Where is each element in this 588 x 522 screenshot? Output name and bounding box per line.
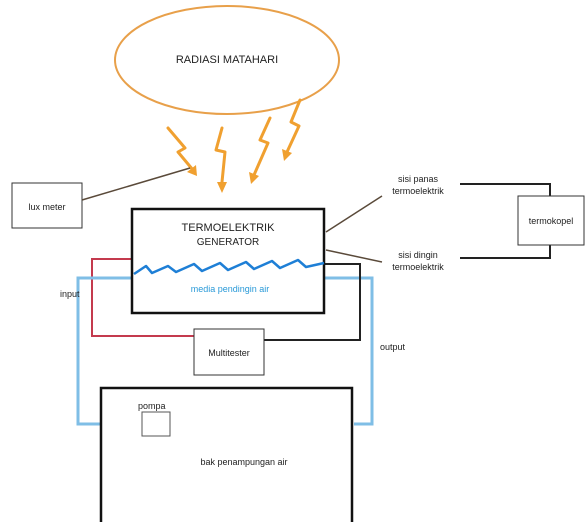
sun-ray-4 <box>285 98 302 154</box>
sun-ray-2-head <box>217 182 227 193</box>
thermocouple-box <box>517 195 585 246</box>
sun-rays <box>166 98 302 193</box>
sun-ray-3-head <box>249 172 259 184</box>
teg-title-line1: TERMOELEKTRIK <box>182 222 276 234</box>
hot-side-label-line1: sisi panas <box>398 174 439 184</box>
teg-title-line2: GENERATOR <box>197 237 259 248</box>
hot-side-connector <box>325 195 383 233</box>
sun-ray-1-head <box>187 165 197 176</box>
thermocouple-label: termokopel <box>529 216 574 226</box>
multitester-label: Multitester <box>208 348 250 358</box>
tank-label: bak penampungan air <box>200 457 287 467</box>
pump-label: pompa <box>138 401 166 411</box>
hot-side-label-line2: termoelektrik <box>392 186 444 196</box>
input-label: input <box>60 289 80 299</box>
red-wire <box>91 258 198 337</box>
output-label: output <box>380 342 406 352</box>
black-wire <box>264 263 361 341</box>
cold-side-connector <box>325 249 383 263</box>
cold-side-label-line1: sisi dingin <box>398 250 438 260</box>
lux-meter-label: lux meter <box>28 202 65 212</box>
cold-side-label-line2: termoelektrik <box>392 262 444 272</box>
thermocouple-wire-bottom <box>460 245 551 259</box>
sun-ellipse <box>114 5 340 115</box>
lux-meter-box <box>11 182 83 229</box>
sun-ray-4-head <box>282 149 292 161</box>
water-pipe-output <box>324 276 374 426</box>
lux-meter-connector <box>81 167 191 201</box>
teg-box <box>130 207 326 315</box>
sun-ray-2 <box>214 126 227 184</box>
sun-label: RADIASI MATAHARI <box>176 54 278 66</box>
water-tank <box>99 386 354 522</box>
sun-ray-1 <box>166 126 195 172</box>
multitester-box <box>193 328 265 376</box>
cooling-media-label: media pendingin air <box>191 284 270 294</box>
cooling-sawtooth-line <box>133 258 325 276</box>
pump-box <box>141 411 171 437</box>
sun-ray-3 <box>252 116 272 177</box>
thermocouple-wire-top <box>460 183 551 196</box>
